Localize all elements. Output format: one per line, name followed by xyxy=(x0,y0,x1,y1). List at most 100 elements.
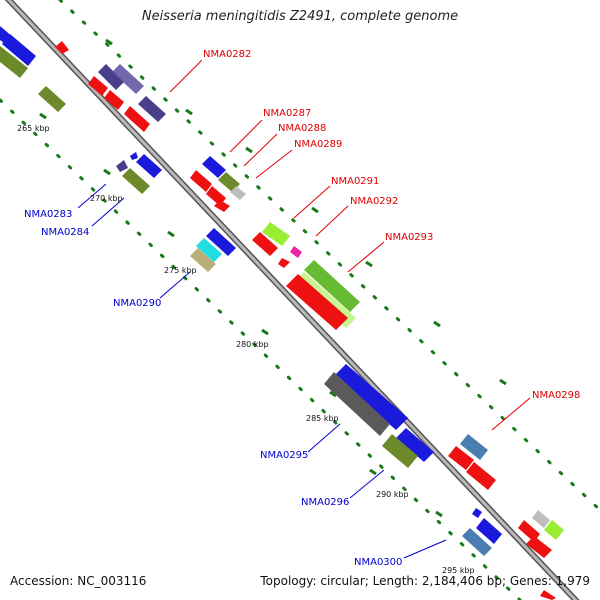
kbp-label-265: 265 kbp xyxy=(17,124,50,133)
major-tick-265 xyxy=(39,112,47,120)
feature-arrow[interactable] xyxy=(116,160,128,172)
feature-arrow[interactable] xyxy=(262,222,290,246)
feature-arrow[interactable] xyxy=(462,528,492,556)
feature-arrow[interactable] xyxy=(196,238,222,262)
feature-arrow[interactable] xyxy=(252,232,278,256)
leader-line-nma0287 xyxy=(229,119,263,153)
feature-arrow[interactable] xyxy=(286,274,348,330)
feature-arrow[interactable] xyxy=(532,510,550,528)
feature-arrow[interactable] xyxy=(138,96,166,122)
feature-arrow[interactable] xyxy=(55,41,69,54)
feature-arrow[interactable] xyxy=(104,90,124,110)
feature-arrow[interactable] xyxy=(476,518,502,544)
gene-label-nma0288[interactable]: NMA0288 xyxy=(278,123,326,134)
topology-text: Topology: circular; Length: 2,184,406 bp… xyxy=(260,574,590,588)
leader-line-nma0290 xyxy=(159,271,191,299)
gene-label-nma0293[interactable]: NMA0293 xyxy=(385,232,433,243)
feature-arrow[interactable] xyxy=(88,76,108,96)
leader-line-nma0282 xyxy=(169,59,203,93)
major-tick-e xyxy=(365,260,373,268)
gene-label-nma0298[interactable]: NMA0298 xyxy=(532,390,580,401)
major-tick-280 xyxy=(261,328,269,336)
gene-label-nma0296[interactable]: NMA0296 xyxy=(301,497,349,508)
feature-arrow[interactable] xyxy=(2,34,36,66)
major-tick-285 xyxy=(329,390,337,398)
leader-line-nma0298 xyxy=(491,397,531,431)
feature-arrow[interactable] xyxy=(466,462,496,490)
feature-arrow[interactable] xyxy=(0,46,28,78)
major-ticks xyxy=(39,38,507,518)
leader-lines xyxy=(77,59,531,559)
kbp-labels: 265 kbp 270 kbp 275 kbp 280 kbp 285 kbp … xyxy=(17,124,475,575)
gene-label-nma0289[interactable]: NMA0289 xyxy=(294,139,342,150)
leader-line-nma0288 xyxy=(243,133,278,167)
feature-arrow[interactable] xyxy=(202,156,226,178)
gene-label-nma0300[interactable]: NMA0300 xyxy=(354,557,402,568)
major-tick-295 xyxy=(435,510,443,518)
genome-backbone xyxy=(4,0,580,600)
feature-arrow[interactable] xyxy=(544,520,564,540)
feature-arrow[interactable] xyxy=(448,446,474,470)
feature-arrow[interactable] xyxy=(382,434,418,468)
feature-arrow[interactable] xyxy=(206,228,236,256)
major-tick-d xyxy=(311,206,319,214)
gene-label-nma0282[interactable]: NMA0282 xyxy=(203,49,251,60)
leader-line-nma0284 xyxy=(91,197,125,227)
leader-line-nma0295 xyxy=(307,423,341,453)
forward-features xyxy=(55,41,564,600)
gene-label-nma0283[interactable]: NMA0283 xyxy=(24,209,72,220)
feature-arrow[interactable] xyxy=(124,106,150,132)
feature-arrow[interactable] xyxy=(190,170,212,192)
feature-arrow[interactable] xyxy=(218,172,240,192)
feature-arrow[interactable] xyxy=(460,434,488,460)
feature-arrow[interactable] xyxy=(472,508,482,518)
leader-line-nma0296 xyxy=(349,469,385,499)
feature-arrow[interactable] xyxy=(122,168,150,194)
gene-label-nma0284[interactable]: NMA0284 xyxy=(41,227,89,238)
feature-arrow[interactable] xyxy=(278,258,290,268)
feature-arrow[interactable] xyxy=(290,246,302,258)
major-tick-g xyxy=(499,378,507,386)
kbp-label-285: 285 kbp xyxy=(306,414,339,423)
map-title: Neisseria meningitidis Z2491, complete g… xyxy=(141,9,459,24)
leader-line-nma0292 xyxy=(315,205,349,237)
kbp-label-280: 280 kbp xyxy=(236,340,269,349)
gene-label-nma0295[interactable]: NMA0295 xyxy=(260,450,308,461)
major-tick-275 xyxy=(167,230,175,238)
kbp-label-295: 295 kbp xyxy=(442,566,475,575)
feature-arrow[interactable] xyxy=(540,590,556,600)
gene-label-nma0292[interactable]: NMA0292 xyxy=(350,196,398,207)
leader-line-nma0291 xyxy=(293,185,331,219)
major-tick-a xyxy=(105,38,113,46)
gene-label-nma0291[interactable]: NMA0291 xyxy=(331,176,379,187)
feature-arrow[interactable] xyxy=(230,186,246,200)
feature-arrow[interactable] xyxy=(130,152,138,160)
gene-label-nma0290[interactable]: NMA0290 xyxy=(113,298,161,309)
feature-arrow[interactable] xyxy=(304,260,360,312)
feature-arrow[interactable] xyxy=(98,64,124,90)
major-tick-270 xyxy=(103,168,111,176)
feature-arrow[interactable] xyxy=(526,536,552,558)
feature-arrow[interactable] xyxy=(396,428,434,462)
reverse-features xyxy=(0,26,502,556)
gene-label-nma0287[interactable]: NMA0287 xyxy=(263,108,311,119)
major-tick-b xyxy=(185,108,193,116)
feature-arrow[interactable] xyxy=(38,86,66,112)
feature-arrow[interactable] xyxy=(190,248,216,272)
tick-rail-outer xyxy=(58,0,600,512)
major-tick-290 xyxy=(369,468,377,476)
kbp-label-270: 270 kbp xyxy=(90,194,123,203)
leader-line-nma0289 xyxy=(255,149,293,179)
feature-arrow[interactable] xyxy=(334,364,408,430)
major-tick-c xyxy=(245,146,253,154)
feature-arrow[interactable] xyxy=(136,154,162,178)
leader-line-nma0283 xyxy=(77,183,107,209)
accession-text: Accession: NC_003116 xyxy=(10,574,147,588)
leader-line-nma0300 xyxy=(403,539,447,559)
leader-line-nma0293 xyxy=(347,241,385,273)
feature-arrow[interactable] xyxy=(324,372,390,436)
feature-arrow[interactable] xyxy=(214,200,230,212)
feature-arrow[interactable] xyxy=(112,64,144,94)
